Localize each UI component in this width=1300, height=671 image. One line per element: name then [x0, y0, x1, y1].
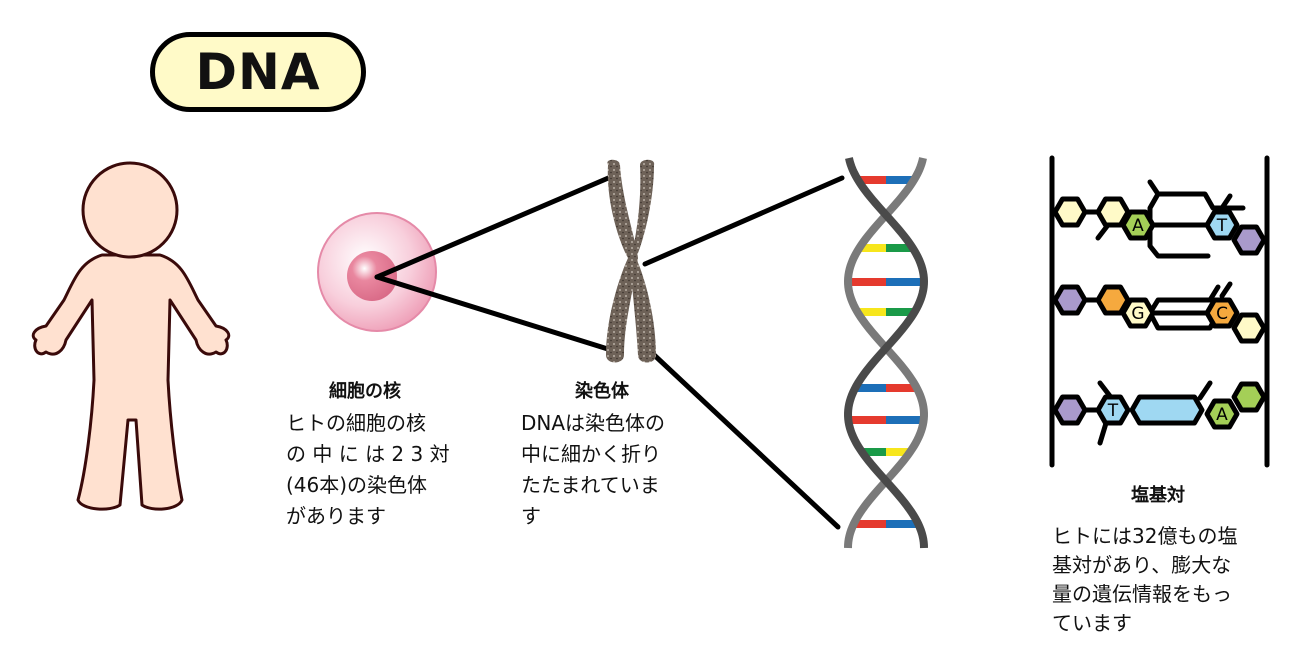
- base-pair-rung: [886, 308, 915, 316]
- text-line: 基対があり、膨大な: [1052, 553, 1232, 577]
- nucleobase-hexagon: [1120, 209, 1156, 241]
- nucleobase-letter: T: [1107, 401, 1119, 421]
- base-pair-diagram: A T G C T A: [1049, 155, 1270, 468]
- nucleobase-letter: A: [1216, 405, 1228, 425]
- text-line: の 中 に は 2 3 対: [286, 442, 450, 466]
- sugar-hexagon: [1231, 381, 1267, 413]
- chromosome-label: 染色体: [575, 381, 629, 402]
- base-pair-rung: [886, 416, 924, 424]
- base-pair-rung: [886, 278, 924, 286]
- base-pair-rung: [886, 244, 913, 252]
- zoom-lines: [374, 173, 845, 530]
- nucleobase-letter: T: [1216, 216, 1228, 236]
- nucleobase-letter: A: [1132, 216, 1144, 236]
- base-pair-rung: [855, 384, 886, 392]
- title-badge: DNA: [150, 32, 366, 112]
- base-pair-rung: [861, 448, 886, 456]
- text-line: ヒトには32億もの塩: [1052, 524, 1238, 548]
- nucleobase-hexagon: [1204, 398, 1240, 430]
- bond-line: [1197, 380, 1213, 401]
- base-pair-rung: [857, 308, 886, 316]
- bond-line: [1219, 193, 1233, 211]
- base-pair-rung: [886, 520, 919, 528]
- text-line: ています: [1052, 611, 1132, 635]
- bond-line: [1219, 281, 1233, 299]
- nucleus-label: 細胞の核: [329, 381, 401, 402]
- base-pair-label: 塩基対: [1131, 485, 1185, 506]
- sugar-hexagon: [1052, 394, 1088, 426]
- nucleobase-hexagon: [1120, 297, 1156, 329]
- sugar-hexagon: [1231, 224, 1267, 256]
- base-pair-rung: [848, 416, 886, 424]
- nucleus-description: ヒトの細胞の核の 中 に は 2 3 対 (46本)の染色体があります: [286, 408, 450, 532]
- helix-strand: [844, 157, 928, 549]
- nucleobase-hexagon: [1095, 394, 1131, 426]
- cell-nucleus-illustration: [317, 212, 437, 332]
- nucleobase-hexagon: [1204, 297, 1240, 329]
- human-figure: [31, 161, 231, 511]
- sugar-hexagon: [1231, 312, 1267, 344]
- bond-line: [1147, 284, 1221, 316]
- text-line: ヒトの細胞の核: [286, 411, 426, 435]
- text-line: (46本)の染色体: [286, 473, 428, 497]
- chromosome-illustration: [606, 159, 656, 363]
- base-pair-rung: [859, 244, 886, 252]
- nucleobase-hexagon: [1204, 209, 1240, 241]
- sugar-hexagon: [1052, 284, 1088, 316]
- text-line: す: [521, 504, 541, 528]
- sugar-hexagon: [1129, 394, 1205, 426]
- text-line: があります: [286, 504, 386, 528]
- text-line: たたまれていま: [521, 473, 660, 497]
- text-line: DNAは染色体の: [521, 411, 666, 435]
- base-pair-description: ヒトには32億もの塩基対があり、膨大な量の遺伝情報をもっています: [1052, 522, 1237, 638]
- nucleobase-letter: C: [1216, 304, 1228, 324]
- sugar-hexagon: [1052, 196, 1088, 228]
- nucleobase-letter: G: [1131, 304, 1144, 324]
- base-pair-rung: [886, 448, 911, 456]
- base-pair-rung: [858, 176, 886, 184]
- base-pair-rung: [886, 384, 917, 392]
- base-pair-rung: [848, 278, 886, 286]
- dna-double-helix: [844, 157, 928, 549]
- base-pair-rung: [853, 520, 886, 528]
- text-line: 量の遺伝情報をもっ: [1052, 582, 1232, 606]
- text-line: 中に細かく折り: [521, 442, 661, 466]
- bond-line: [1147, 191, 1211, 259]
- chromosome-description: DNAは染色体の中に細かく折りたたまれています: [521, 408, 665, 532]
- base-pair-rung: [886, 176, 914, 184]
